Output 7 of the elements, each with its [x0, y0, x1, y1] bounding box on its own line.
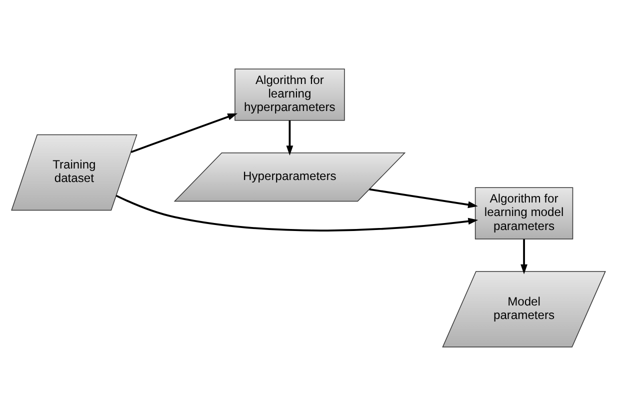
arrow: [369, 188, 478, 208]
arrow: [116, 194, 478, 232]
node-box: Algorithm for learning model parameters: [474, 187, 574, 240]
arrow: [130, 113, 238, 153]
arrow: [520, 239, 528, 274]
arrow: [286, 120, 294, 156]
node-box: Algorithm for learning hyperparameters: [234, 68, 345, 121]
